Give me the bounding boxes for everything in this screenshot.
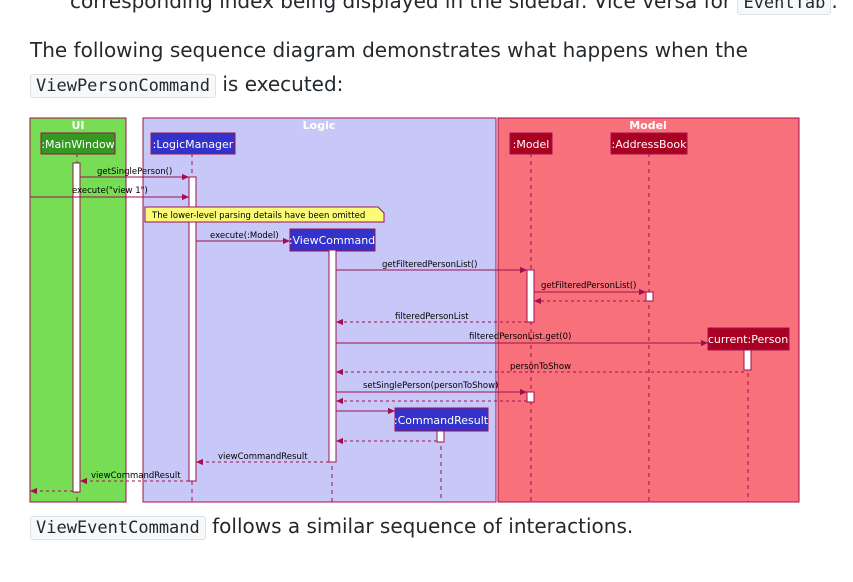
inline-code-vieweventcommand: ViewEventCommand — [30, 516, 206, 540]
participant-logicmanager — [150, 132, 236, 155]
note-box — [144, 206, 385, 223]
note-text: The lower-level parsing details have bee… — [151, 211, 365, 221]
activation-viewcommand — [328, 249, 337, 463]
activation-mainwindow — [72, 162, 81, 493]
ui-box-title: UI — [71, 119, 84, 132]
participant-mainwindow — [40, 132, 116, 155]
activation-addressbook — [645, 291, 654, 302]
msg-label-set-single-person: setSinglePerson(personToShow) — [363, 381, 498, 391]
intro-paragraph-line2: ViewPersonCommand is executed: — [30, 70, 343, 100]
msg-label-execute-model: execute(:Model) — [210, 231, 279, 241]
msg-label-get-single-person: getSinglePerson() — [97, 167, 172, 177]
msg-label-get-filtered-list-ab: getFilteredPersonList() — [541, 281, 637, 291]
inline-code-eventtab: EventTab — [737, 0, 832, 15]
participant-addressbook — [610, 132, 688, 155]
participant-model — [509, 132, 553, 155]
msg-label-execute-view: execute("view 1") — [72, 186, 148, 196]
msg-label-view-result-1: viewCommandResult — [218, 452, 308, 462]
participant-model-label: :Model — [513, 138, 550, 151]
msg-label-get-filtered-list: getFilteredPersonList() — [382, 260, 478, 270]
participant-viewcommand-label: :ViewCommand — [289, 234, 375, 247]
msg-label-filtered-list: filteredPersonList — [395, 312, 469, 322]
participant-logicmanager-label: :LogicManager — [153, 138, 234, 151]
participant-addressbook-label: :AddressBook — [612, 138, 688, 151]
inline-code-viewpersoncommand: ViewPersonCommand — [30, 74, 216, 98]
activation-model-1 — [526, 269, 535, 323]
activation-logicmanager — [188, 176, 197, 482]
intro-end-text: is executed: — [216, 72, 344, 96]
msg-label-list-get: filteredPersonList.get(0) — [469, 332, 571, 342]
paragraph-text: corresponding index being displayed in t… — [70, 0, 732, 13]
participant-commandresult-label: :CommandResult — [394, 414, 489, 427]
footer-text: follows a similar sequence of interactio… — [205, 514, 634, 538]
msg-label-view-result-2: viewCommandResult — [91, 471, 181, 481]
logic-box-title: Logic — [303, 119, 336, 132]
model-box — [497, 117, 800, 503]
footer-paragraph: ViewEventCommand follows a similar seque… — [30, 512, 633, 542]
paragraph-fragment: corresponding index being displayed in t… — [70, 0, 838, 17]
participant-person-label: current:Person — [708, 333, 788, 346]
msg-label-person-to-show: personToShow — [510, 362, 571, 372]
intro-paragraph: The following sequence diagram demonstra… — [30, 38, 748, 62]
model-box-title: Model — [629, 119, 667, 132]
activation-person — [743, 349, 752, 371]
paragraph-period: . — [831, 0, 838, 13]
activation-model-2 — [526, 391, 535, 403]
activation-commandresult — [436, 430, 445, 443]
participant-mainwindow-label: :MainWindow — [41, 138, 114, 151]
